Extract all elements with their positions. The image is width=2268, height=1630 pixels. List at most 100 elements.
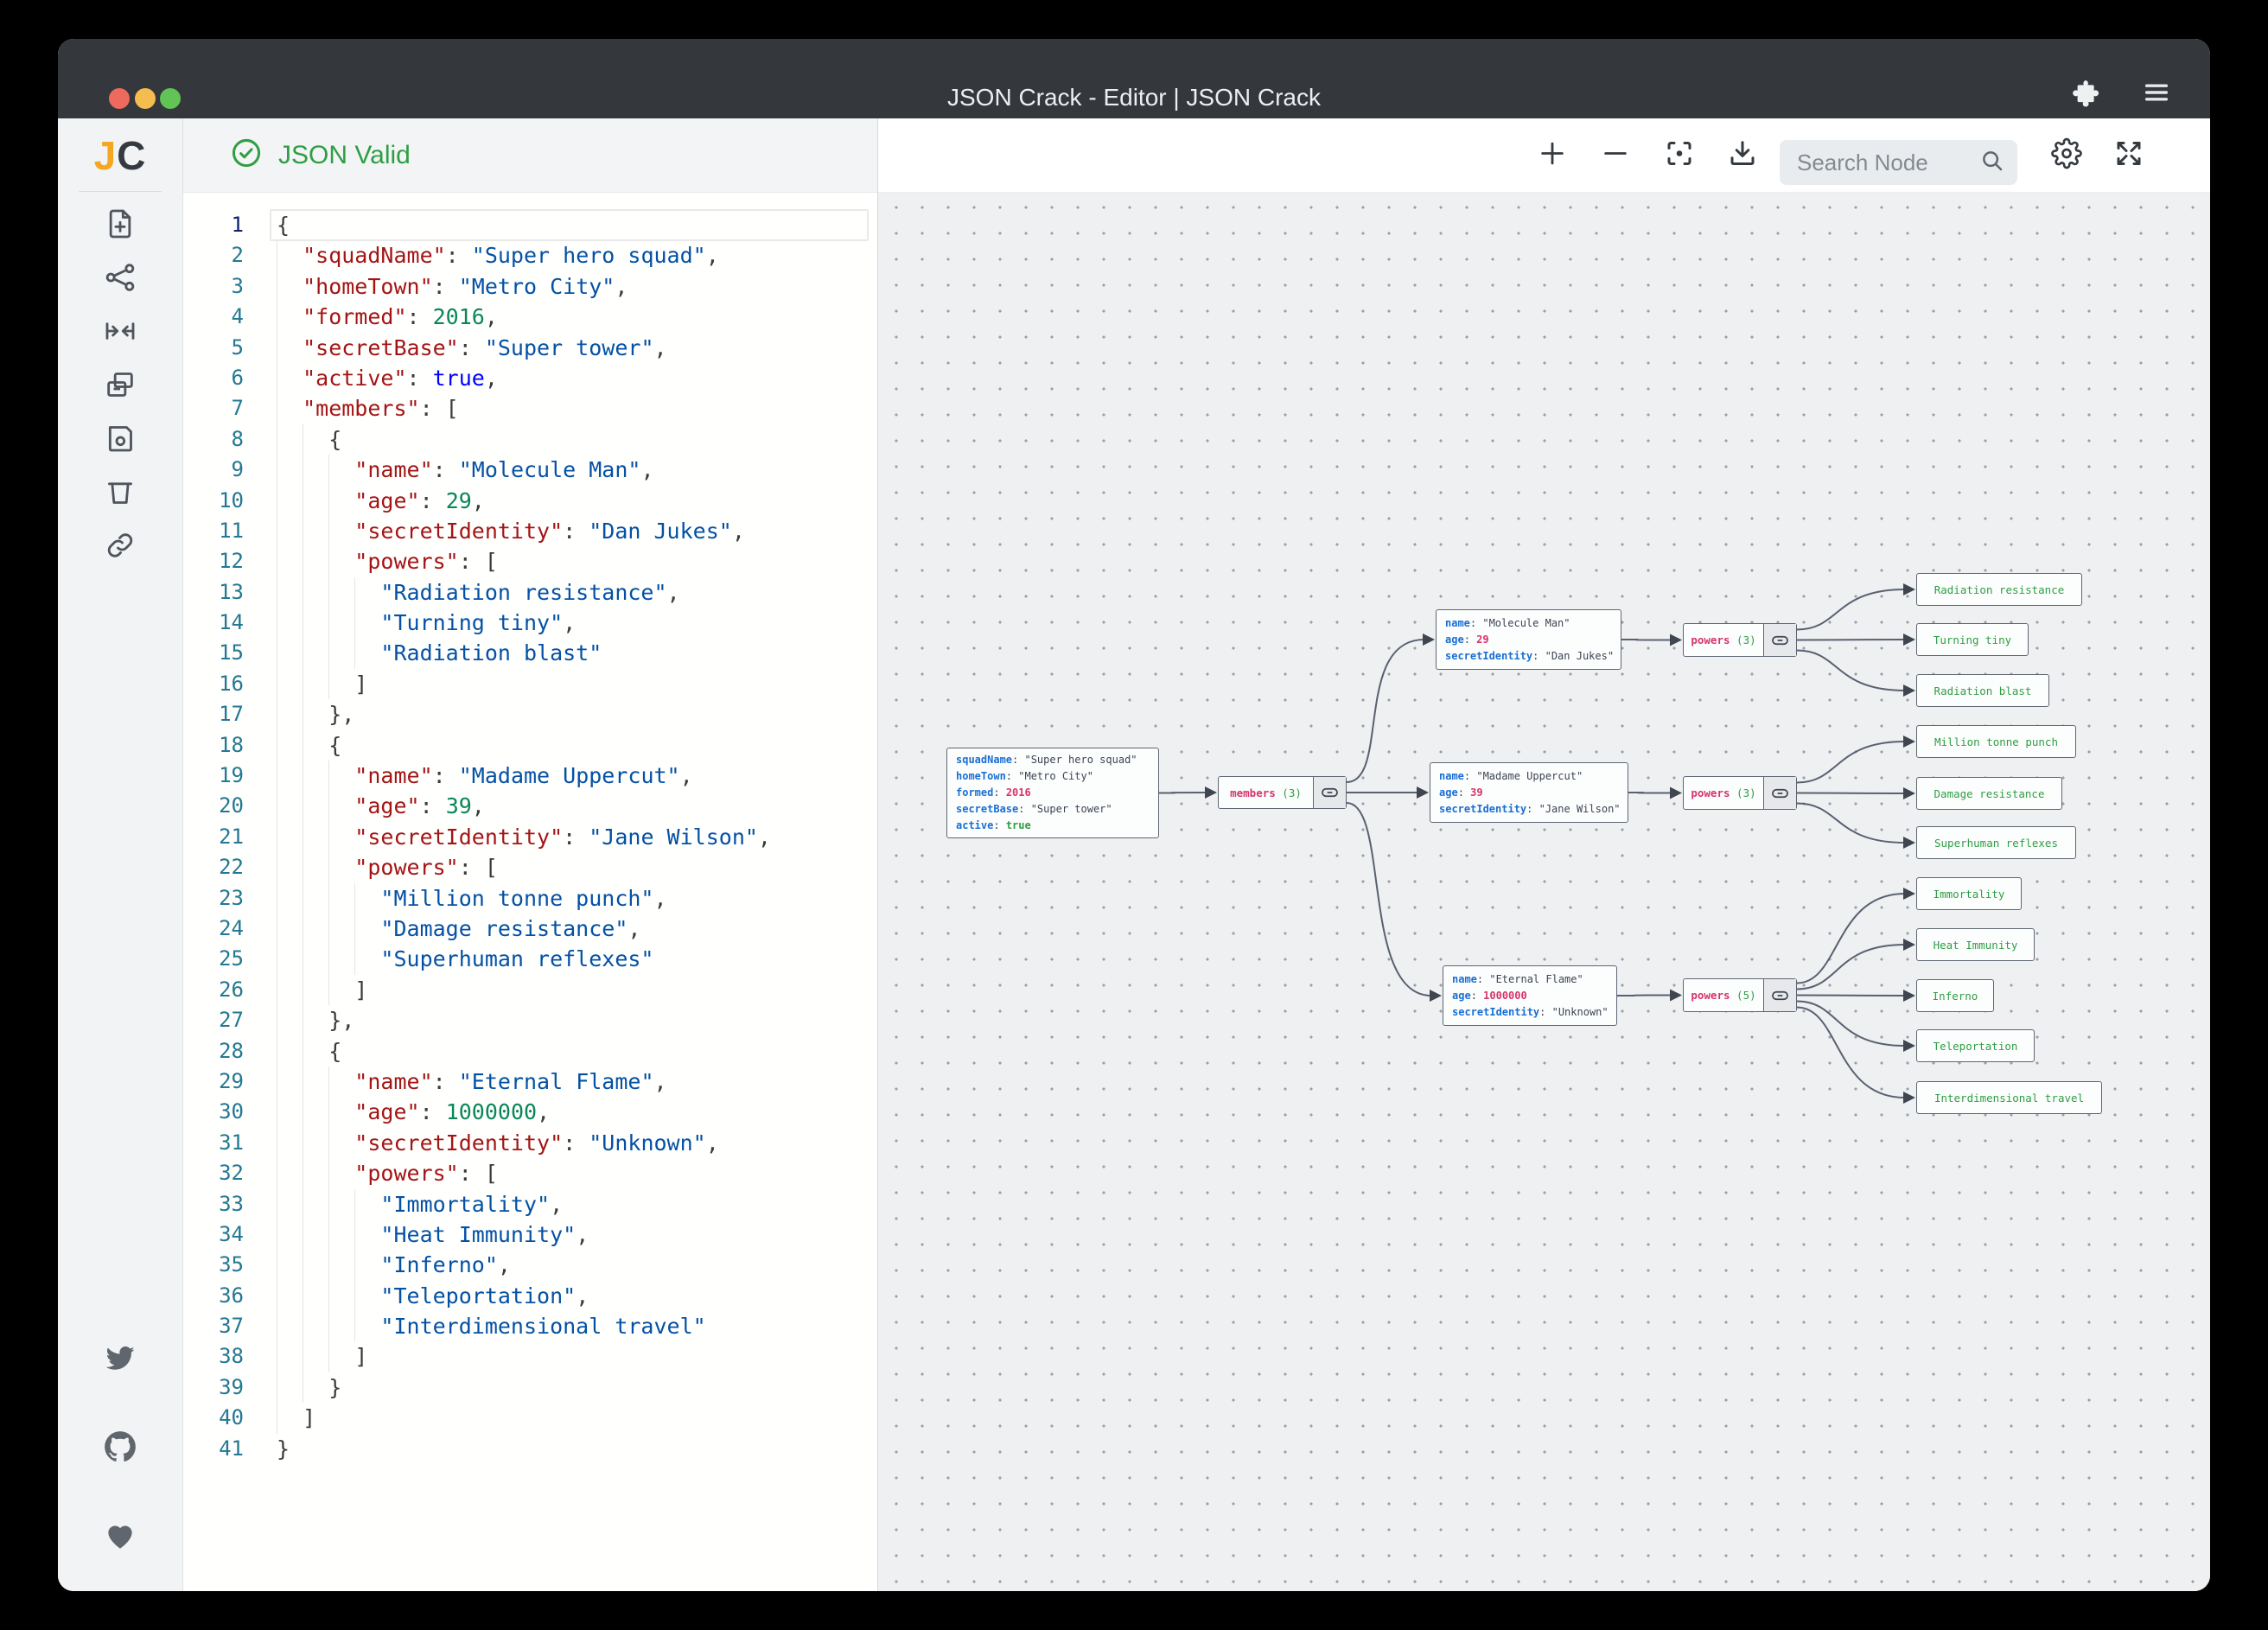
zoom-out-icon[interactable] bbox=[1601, 138, 1630, 172]
expand-collapse-link-icon[interactable] bbox=[1313, 777, 1346, 808]
search-node-input[interactable] bbox=[1795, 149, 1979, 177]
graph-node-root[interactable]: squadName: "Super hero squad"homeTown: "… bbox=[946, 748, 1159, 838]
heart-icon[interactable] bbox=[102, 1519, 138, 1557]
editor-line[interactable]: 29 "name": "Eternal Flame", bbox=[183, 1067, 877, 1097]
editor-line[interactable]: 9 "name": "Molecule Man", bbox=[183, 455, 877, 485]
editor-line[interactable]: 28 { bbox=[183, 1036, 877, 1067]
editor-line[interactable]: 7 "members": [ bbox=[183, 393, 877, 423]
editor-line[interactable]: 24 "Damage resistance", bbox=[183, 914, 877, 944]
graph-node-p2[interactable]: powers (5) bbox=[1683, 978, 1797, 1012]
graph-icon[interactable] bbox=[96, 251, 144, 304]
graph-node-l10[interactable]: Million tonne punch bbox=[1916, 725, 2076, 758]
graph-node-p1[interactable]: powers (3) bbox=[1683, 776, 1797, 810]
settings-icon[interactable] bbox=[2051, 137, 2082, 173]
delete-icon[interactable] bbox=[96, 465, 144, 519]
editor-line[interactable]: 36 "Teleportation", bbox=[183, 1281, 877, 1311]
save-icon[interactable] bbox=[96, 411, 144, 465]
graph-node-m0[interactable]: name: "Molecule Man"age: 29secretIdentit… bbox=[1436, 609, 1621, 670]
search-icon[interactable] bbox=[1979, 148, 2005, 178]
editor-line[interactable]: 22 "powers": [ bbox=[183, 852, 877, 882]
link-icon[interactable] bbox=[96, 519, 144, 572]
graph-node-members[interactable]: members (3) bbox=[1218, 776, 1347, 809]
graph-node-l20[interactable]: Immortality bbox=[1916, 877, 2022, 910]
twitter-icon[interactable] bbox=[102, 1343, 138, 1378]
focus-icon[interactable] bbox=[1664, 137, 1695, 173]
code-editor[interactable]: 1{2 "squadName": "Super hero squad",3 "h… bbox=[183, 193, 877, 1591]
editor-line[interactable]: 2 "squadName": "Super hero squad", bbox=[183, 240, 877, 271]
editor-line[interactable]: 34 "Heat Immunity", bbox=[183, 1219, 877, 1250]
indent-guide bbox=[328, 546, 329, 576]
editor-line[interactable]: 38 ] bbox=[183, 1341, 877, 1372]
editor-line[interactable]: 25 "Superhuman reflexes" bbox=[183, 944, 877, 974]
editor-line[interactable]: 27 }, bbox=[183, 1005, 877, 1035]
editor-line[interactable]: 39 } bbox=[183, 1372, 877, 1403]
center-view-icon[interactable] bbox=[96, 304, 144, 358]
graph-node-l21[interactable]: Heat Immunity bbox=[1916, 928, 2035, 961]
editor-line[interactable]: 33 "Immortality", bbox=[183, 1189, 877, 1219]
code-line-text: "homeTown": "Metro City", bbox=[266, 271, 877, 302]
editor-line[interactable]: 14 "Turning tiny", bbox=[183, 608, 877, 638]
graph-node-l22[interactable]: Inferno bbox=[1916, 979, 1994, 1012]
editor-line[interactable]: 12 "powers": [ bbox=[183, 546, 877, 576]
editor-line[interactable]: 17 }, bbox=[183, 699, 877, 729]
graph-node-l11[interactable]: Damage resistance bbox=[1916, 777, 2062, 810]
graph-node-l00[interactable]: Radiation resistance bbox=[1916, 573, 2082, 606]
new-file-icon[interactable] bbox=[96, 197, 144, 251]
expand-collapse-link-icon[interactable] bbox=[1763, 777, 1796, 809]
editor-line[interactable]: 19 "name": "Madame Uppercut", bbox=[183, 761, 877, 791]
editor-line[interactable]: 16 ] bbox=[183, 669, 877, 699]
code-line-text: "secretIdentity": "Jane Wilson", bbox=[266, 822, 877, 852]
expand-collapse-link-icon[interactable] bbox=[1763, 624, 1796, 656]
leaf-node-text: Damage resistance bbox=[1934, 787, 2045, 800]
indent-guide bbox=[354, 1219, 355, 1250]
editor-line[interactable]: 21 "secretIdentity": "Jane Wilson", bbox=[183, 822, 877, 852]
editor-line[interactable]: 6 "active": true, bbox=[183, 363, 877, 393]
github-icon[interactable] bbox=[102, 1429, 138, 1469]
editor-line[interactable]: 41} bbox=[183, 1434, 877, 1464]
editor-line[interactable]: 1{ bbox=[183, 210, 877, 240]
indent-guide bbox=[328, 975, 329, 1005]
code-line-text: "Inferno", bbox=[266, 1250, 877, 1280]
expand-collapse-link-icon[interactable] bbox=[1763, 979, 1796, 1011]
fullscreen-icon[interactable] bbox=[2113, 137, 2144, 173]
menu-icon[interactable] bbox=[2141, 78, 2172, 111]
zoom-in-icon[interactable] bbox=[1538, 138, 1567, 172]
graph-node-p0[interactable]: powers (3) bbox=[1683, 623, 1797, 657]
editor-line[interactable]: 30 "age": 1000000, bbox=[183, 1097, 877, 1127]
editor-line[interactable]: 3 "homeTown": "Metro City", bbox=[183, 271, 877, 302]
editor-line[interactable]: 5 "secretBase": "Super tower", bbox=[183, 333, 877, 363]
editor-line[interactable]: 26 ] bbox=[183, 975, 877, 1005]
code-line-text: "members": [ bbox=[266, 393, 877, 423]
editor-line[interactable]: 37 "Interdimensional travel" bbox=[183, 1311, 877, 1341]
graph-node-l23[interactable]: Teleportation bbox=[1916, 1029, 2035, 1062]
code-line-text: "active": true, bbox=[266, 363, 877, 393]
graph-node-m2[interactable]: name: "Eternal Flame"age: 1000000secretI… bbox=[1443, 965, 1617, 1026]
editor-line[interactable]: 11 "secretIdentity": "Dan Jukes", bbox=[183, 516, 877, 546]
editor-line[interactable]: 40 ] bbox=[183, 1403, 877, 1433]
indent-guide bbox=[328, 914, 329, 944]
editor-line[interactable]: 18 { bbox=[183, 730, 877, 761]
line-number: 30 bbox=[183, 1097, 266, 1127]
editor-line[interactable]: 4 "formed": 2016, bbox=[183, 302, 877, 332]
code-line-text: "Heat Immunity", bbox=[266, 1219, 877, 1250]
editor-line[interactable]: 31 "secretIdentity": "Unknown", bbox=[183, 1128, 877, 1158]
editor-line[interactable]: 10 "age": 29, bbox=[183, 486, 877, 516]
editor-line[interactable]: 13 "Radiation resistance", bbox=[183, 577, 877, 608]
graph-node-m1[interactable]: name: "Madame Uppercut"age: 39secretIden… bbox=[1430, 762, 1628, 823]
editor-line[interactable]: 20 "age": 39, bbox=[183, 791, 877, 821]
code-line-text: ] bbox=[266, 669, 877, 699]
editor-line[interactable]: 23 "Million tonne punch", bbox=[183, 883, 877, 914]
graph-node-l02[interactable]: Radiation blast bbox=[1916, 674, 2049, 707]
copy-icon[interactable] bbox=[96, 358, 144, 411]
editor-line[interactable]: 35 "Inferno", bbox=[183, 1250, 877, 1280]
extension-puzzle-icon[interactable] bbox=[2072, 77, 2103, 112]
jsoncrack-logo[interactable]: JC bbox=[94, 132, 147, 179]
editor-line[interactable]: 15 "Radiation blast" bbox=[183, 638, 877, 668]
graph-canvas[interactable]: squadName: "Super hero squad"homeTown: "… bbox=[878, 193, 2210, 1591]
graph-node-l24[interactable]: Interdimensional travel bbox=[1916, 1081, 2102, 1114]
graph-node-l12[interactable]: Superhuman reflexes bbox=[1916, 826, 2076, 859]
download-icon[interactable] bbox=[1727, 137, 1758, 173]
graph-node-l01[interactable]: Turning tiny bbox=[1916, 623, 2029, 656]
editor-line[interactable]: 32 "powers": [ bbox=[183, 1158, 877, 1188]
editor-line[interactable]: 8 { bbox=[183, 424, 877, 455]
